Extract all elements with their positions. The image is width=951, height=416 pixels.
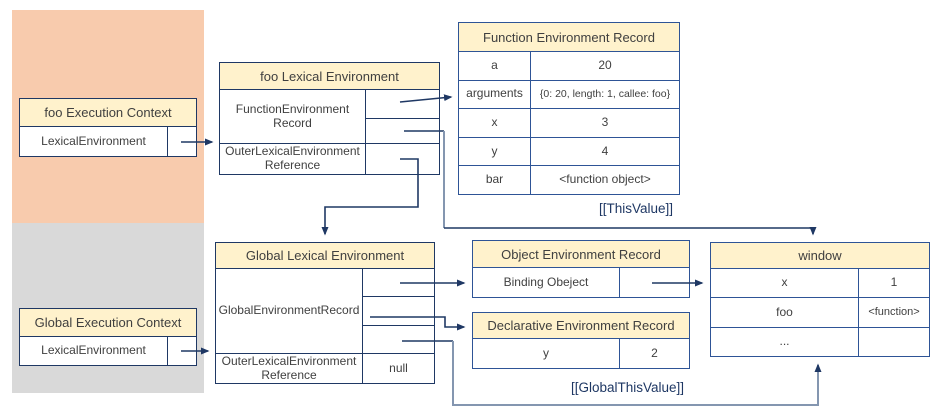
fer-value: 4 [530, 137, 679, 166]
gle-outer-lexical-reference-label: OuterLexicalEnvironment Reference [216, 354, 363, 383]
function-environment-record-table: Function Environment Record a 20 argumen… [458, 22, 680, 195]
foo-execution-context-box: foo Execution Context LexicalEnvironment [19, 98, 197, 157]
lexical-environment-pointer-cell [167, 127, 196, 156]
function-environment-record-label-line1: FunctionEnvironment [235, 101, 350, 116]
fer-value: 20 [530, 52, 679, 80]
fer-key: bar [485, 172, 504, 187]
fer-key: x [491, 115, 498, 130]
fer-key: arguments [466, 86, 523, 101]
der-value: 2 [619, 339, 689, 368]
binding-object-label: Binding Obeject [503, 274, 589, 289]
foo-lexical-environment-box: foo Lexical Environment FunctionEnvironm… [219, 62, 440, 175]
object-environment-record-title: Object Environment Record [473, 241, 689, 268]
fer-value: {0: 20, length: 1, callee: foo} [530, 80, 679, 109]
function-environment-record-title: Function Environment Record [459, 23, 679, 52]
der-key: y [543, 345, 549, 360]
binding-object-pointer-cell [619, 268, 689, 297]
declarative-environment-record-title: Declarative Environment Record [473, 313, 689, 339]
window-key: ... [779, 333, 790, 348]
foo-lexical-environment-title: foo Lexical Environment [220, 63, 439, 90]
fer-value: 3 [530, 109, 679, 137]
fer-value: <function object> [530, 166, 679, 194]
window-title: window [711, 243, 929, 269]
arrow-thisvalue-to-window [444, 227, 817, 236]
window-key: foo [776, 304, 793, 319]
gle-outer-lexical-line1: OuterLexicalEnvironment [221, 353, 357, 368]
function-environment-record-label-line2: Record [273, 115, 312, 130]
fer-key: y [491, 143, 498, 158]
this-value-annotation: [[ThisValue]] [598, 201, 673, 216]
window-value: <function> [858, 298, 929, 327]
window-object-table: window x 1 foo <function> ... [710, 242, 930, 357]
gle-outer-lexical-line2: Reference [261, 367, 317, 382]
global-environment-record-label: GlobalEnvironmentRecord [216, 269, 363, 353]
lexical-environment-label: LexicalEnvironment [41, 133, 146, 148]
fer-pointer-cell-2 [366, 119, 439, 143]
outer-lexical-reference-line1: OuterLexicalEnvironment [225, 144, 360, 159]
global-lexical-environment-title: Global Lexical Environment [216, 243, 434, 269]
global-execution-context-title: Global Execution Context [20, 309, 196, 337]
gle-pointer-cell-1 [363, 269, 434, 297]
outer-lexical-pointer-cell [366, 144, 439, 174]
outer-lexical-reference-label: OuterLexicalEnvironment Reference [220, 144, 366, 174]
gec-lexical-environment-label: LexicalEnvironment [41, 343, 146, 358]
window-value [858, 327, 929, 356]
outer-lexical-reference-line2: Reference [264, 158, 321, 172]
gle-outer-lexical-value: null [389, 360, 408, 375]
gle-pointer-cell-2 [363, 297, 434, 326]
fer-pointer-cell-1 [366, 90, 439, 119]
gle-pointer-cell-3 [363, 326, 434, 353]
function-environment-record-label: FunctionEnvironment Record [220, 90, 366, 143]
global-this-value-annotation: [[GlobalThisValue]] [570, 380, 684, 395]
object-environment-record-table: Object Environment Record Binding Obejec… [472, 240, 690, 298]
declarative-environment-record-table: Declarative Environment Record y 2 [472, 312, 690, 369]
global-execution-context-box: Global Execution Context LexicalEnvironm… [19, 308, 197, 366]
global-lexical-environment-box: Global Lexical Environment GlobalEnviron… [215, 242, 435, 384]
fer-key: a [491, 57, 498, 72]
gec-lexical-environment-pointer-cell [167, 337, 196, 365]
window-key: x [781, 275, 788, 290]
window-value: 1 [858, 269, 929, 298]
foo-execution-context-title: foo Execution Context [20, 99, 196, 127]
